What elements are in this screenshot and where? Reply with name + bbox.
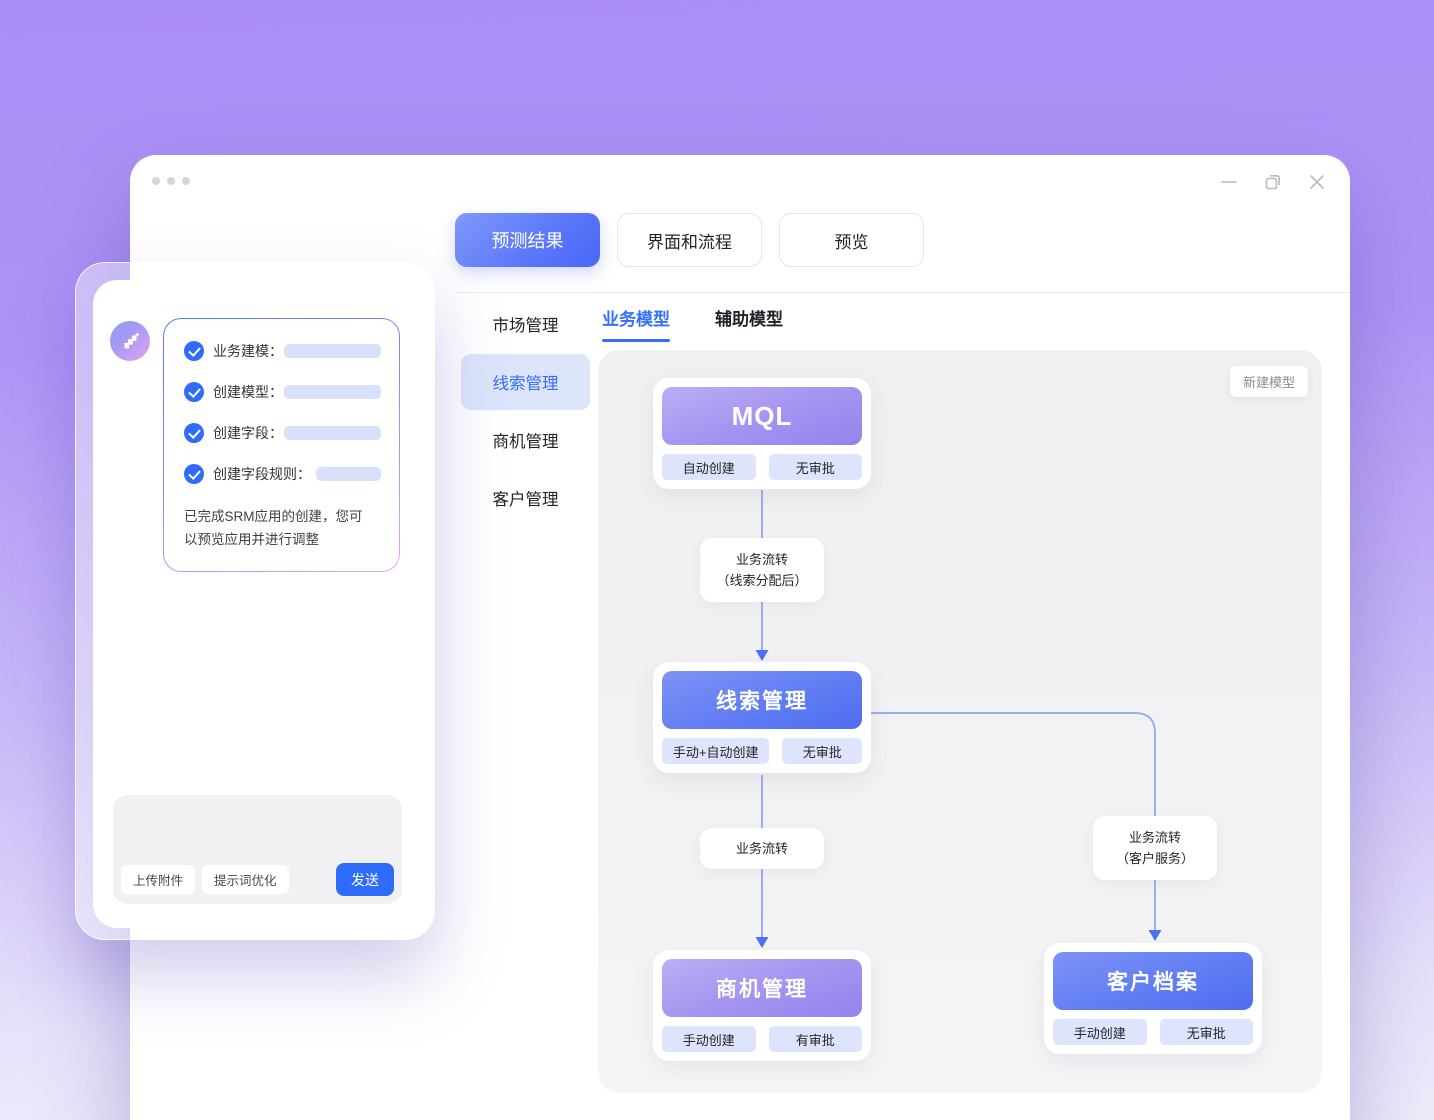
upload-attachment-button[interactable]: 上传附件 <box>121 865 196 894</box>
assistant-message-bubble: 业务建模： 创建模型： 创建字段： 创建字段规则： 已完成SRM应用的创建，您可… <box>163 318 400 572</box>
check-circle-icon <box>184 382 204 402</box>
flow-node-customer-archive[interactable]: 客户档案 手动创建 无审批 <box>1044 943 1262 1054</box>
new-model-button[interactable]: 新建模型 <box>1229 366 1308 397</box>
node-tag: 自动创建 <box>662 454 756 480</box>
check-circle-icon <box>184 341 204 361</box>
checklist-item-business-modeling: 业务建模： <box>184 341 381 361</box>
checklist-item-create-fields: 创建字段： <box>184 423 381 443</box>
sidebar-item-customer-management[interactable]: 客户管理 <box>492 491 559 509</box>
node-title: 客户档案 <box>1053 952 1253 1010</box>
node-title: 线索管理 <box>662 671 862 729</box>
checklist-placeholder-bar <box>284 385 381 399</box>
close-icon[interactable] <box>1308 173 1326 191</box>
ai-logo-icon <box>124 331 141 349</box>
flow-node-lead-management[interactable]: 线索管理 手动+自动创建 无审批 <box>653 662 871 773</box>
send-button[interactable]: 发送 <box>336 863 394 896</box>
checklist-placeholder-bar <box>284 344 381 358</box>
tab-interface-and-process[interactable]: 界面和流程 <box>617 213 762 267</box>
sidebar-item-opportunity-management[interactable]: 商机管理 <box>492 433 559 451</box>
window-menu-dots[interactable] <box>152 177 190 185</box>
sidebar-item-lead-management[interactable]: 线索管理 <box>461 354 590 410</box>
node-title: 商机管理 <box>662 959 862 1017</box>
node-tag: 手动创建 <box>1053 1019 1147 1045</box>
main-window: 预测结果 界面和流程 预览 市场管理 线索管理 商机管理 客户管理 业务模型 辅… <box>130 155 1350 1120</box>
checklist-item-create-field-rules: 创建字段规则： <box>184 464 381 484</box>
edge-label-business-flow: 业务流转 <box>700 828 824 869</box>
node-tag: 手动+自动创建 <box>662 738 770 764</box>
assistant-panel: 业务建模： 创建模型： 创建字段： 创建字段规则： 已完成SRM应用的创建，您可… <box>93 280 421 928</box>
node-title: MQL <box>662 387 862 445</box>
top-tab-bar: 预测结果 界面和流程 预览 <box>455 213 924 267</box>
tab-prediction-result[interactable]: 预测结果 <box>455 213 600 267</box>
maximize-restore-icon[interactable] <box>1264 173 1282 191</box>
minimize-icon[interactable] <box>1220 173 1238 191</box>
tab-preview[interactable]: 预览 <box>779 213 924 267</box>
edge-label-after-lead-assignment: 业务流转 （线索分配后） <box>700 538 824 602</box>
check-circle-icon <box>184 423 204 443</box>
model-tab-bar: 业务模型 辅助模型 <box>602 305 783 342</box>
dot-icon <box>167 177 175 185</box>
chat-input-box[interactable]: 上传附件 提示词优化 发送 <box>113 795 402 904</box>
dot-icon <box>152 177 160 185</box>
dot-icon <box>182 177 190 185</box>
tab-business-model[interactable]: 业务模型 <box>602 305 670 342</box>
edge-label-customer-service: 业务流转 （客户服务） <box>1093 816 1217 880</box>
assistant-avatar <box>110 321 150 361</box>
node-tag: 手动创建 <box>662 1026 756 1052</box>
flow-canvas[interactable]: 新建模型 MQL 自动创建 无审批 业务流转 （线索分配后） 线索管理 手动+自… <box>598 350 1322 1093</box>
flow-node-opportunity-management[interactable]: 商机管理 手动创建 有审批 <box>653 950 871 1061</box>
module-sidebar: 市场管理 线索管理 商机管理 客户管理 <box>461 296 590 526</box>
node-tag: 无审批 <box>1159 1019 1253 1045</box>
node-tag: 无审批 <box>782 738 862 764</box>
node-tag: 有审批 <box>768 1026 862 1052</box>
checklist-placeholder-bar <box>316 467 381 481</box>
node-tag: 无审批 <box>768 454 862 480</box>
checklist-placeholder-bar <box>284 426 381 440</box>
sidebar-item-market-management[interactable]: 市场管理 <box>492 317 559 335</box>
flow-node-mql[interactable]: MQL 自动创建 无审批 <box>653 378 871 489</box>
check-circle-icon <box>184 464 204 484</box>
divider <box>455 292 1350 293</box>
tab-auxiliary-model[interactable]: 辅助模型 <box>715 310 783 329</box>
assistant-message-text: 已完成SRM应用的创建，您可以预览应用并进行调整 <box>184 509 363 547</box>
checklist-item-create-model: 创建模型： <box>184 382 381 402</box>
prompt-optimize-button[interactable]: 提示词优化 <box>202 865 289 894</box>
